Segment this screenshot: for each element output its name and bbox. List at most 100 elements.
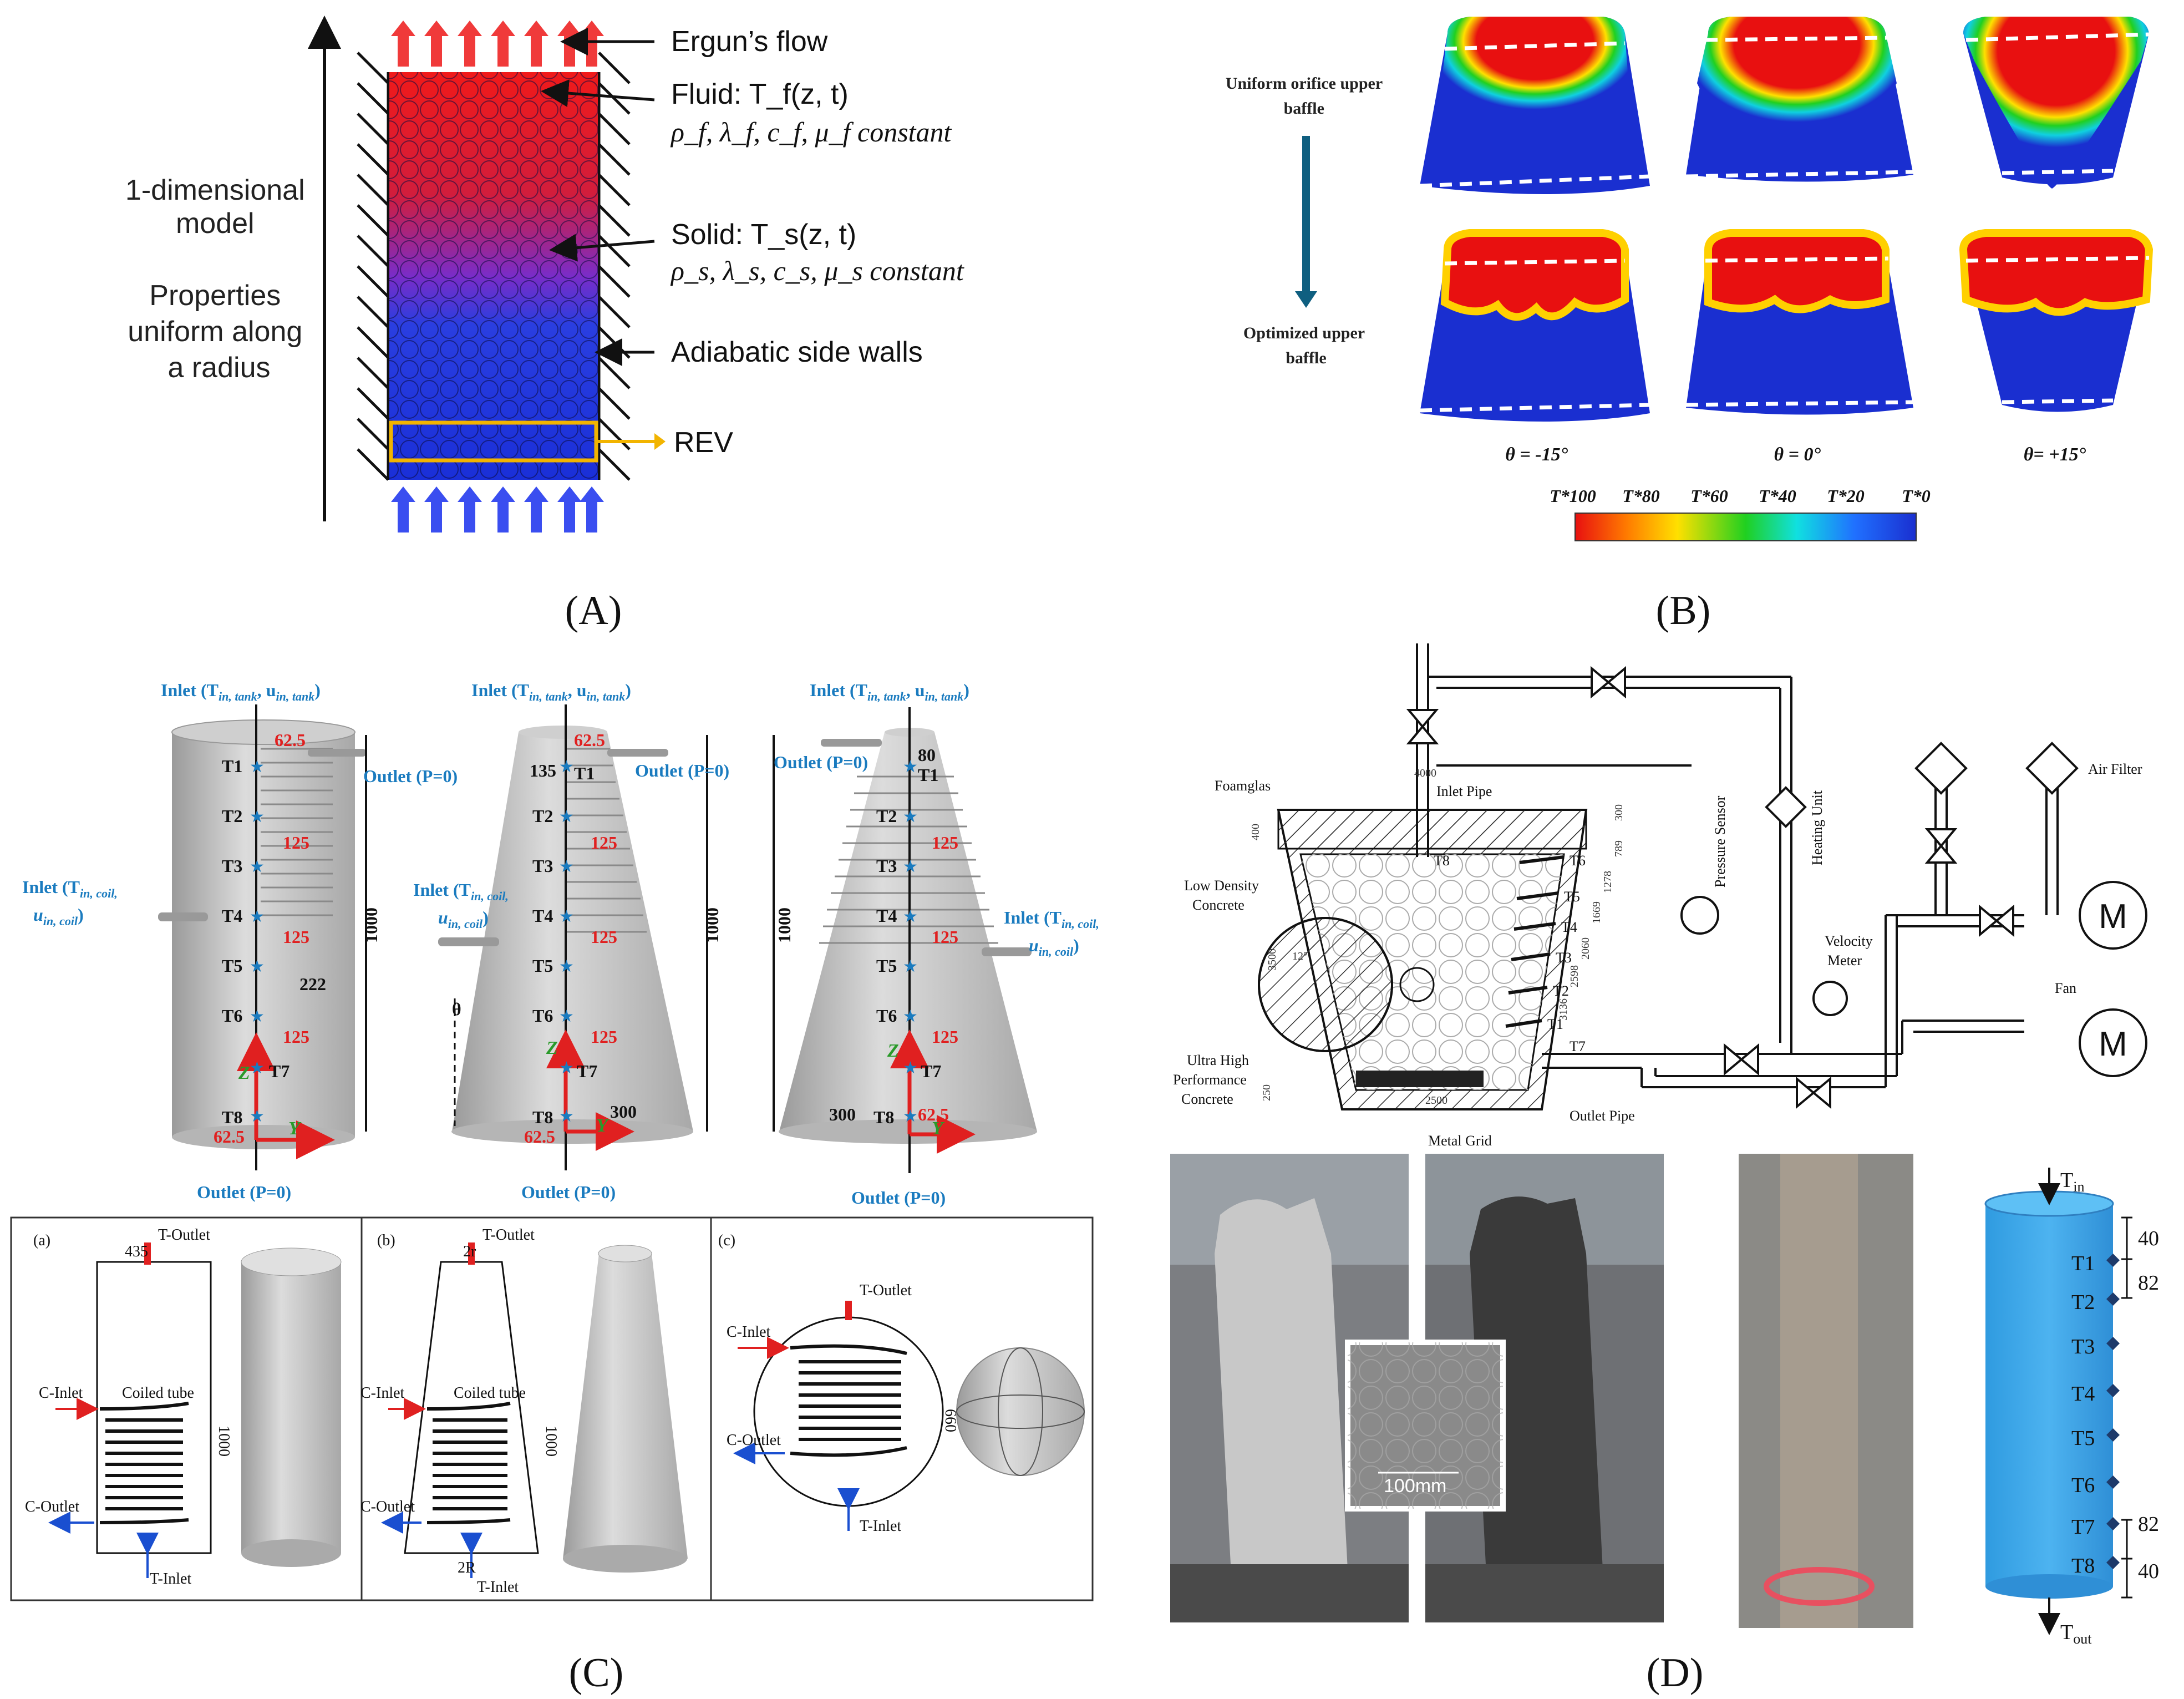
d-t8: T8 <box>1434 853 1450 869</box>
c1-t6: T6 <box>222 1006 242 1026</box>
c-tank3-body <box>779 732 1037 1132</box>
d-sensor-probes <box>1505 855 1565 1028</box>
b-row1-contours <box>1419 17 2150 194</box>
d-fan: Fan <box>2055 980 2076 996</box>
c-sub-a: (a) <box>33 1232 50 1249</box>
c1-d125-c: 125 <box>283 1027 309 1047</box>
d-dim-250: 250 <box>1261 1084 1273 1101</box>
c2-axis-y: Y <box>596 1115 610 1136</box>
c3-d300: 300 <box>829 1104 856 1124</box>
rev-label: REV <box>674 427 733 459</box>
cc-c-inlet: C-Inlet <box>727 1323 771 1341</box>
ca-t-inlet: T-Inlet <box>150 1570 191 1588</box>
walls-label: Adiabatic side walls <box>671 336 923 368</box>
c-sub-b: (b) <box>377 1232 395 1249</box>
d-metal-grid-label: Metal Grid <box>1428 1133 1492 1149</box>
svg-text:★: ★ <box>250 1059 265 1077</box>
c3-t7: T7 <box>921 1061 941 1081</box>
d-t1: T1 <box>1547 1016 1563 1032</box>
ca-c-outlet: C-Outlet <box>25 1498 79 1515</box>
ergun-label: Ergun’s flow <box>671 26 828 58</box>
svg-text:★: ★ <box>559 957 574 976</box>
d-tin: Tin <box>2060 1169 2084 1195</box>
c3-t1: T1 <box>918 765 938 785</box>
svg-text:★: ★ <box>903 1007 918 1026</box>
svg-text:★: ★ <box>559 858 574 876</box>
c2-inlet-coil-u: uin, coil) <box>438 907 489 931</box>
d-dim-1278: 1278 <box>1602 871 1614 893</box>
c1-t3: T3 <box>222 856 242 876</box>
svg-text:Uniform orifice upper ba: Uniform orifice upper baffle Optimized u… <box>1226 74 1386 367</box>
d-motor-label-1: M <box>2099 897 2127 936</box>
c3-inlet-coil-u: uin, coil) <box>1029 935 1079 958</box>
inflow-arrows <box>391 486 604 532</box>
c1-d125-b: 125 <box>283 927 309 947</box>
cc-c-outlet: C-Outlet <box>727 1432 781 1449</box>
svg-text:★: ★ <box>559 907 574 926</box>
d-t3: T3 <box>1556 950 1572 966</box>
d-dim-300: 300 <box>1613 804 1625 821</box>
d-pipes <box>1416 643 2059 1088</box>
svg-text:★: ★ <box>559 808 574 826</box>
d-uhpc-1: Ultra High <box>1187 1052 1249 1068</box>
c1-d125-a: 125 <box>283 833 309 853</box>
b-angle-3: θ= +15° <box>2024 444 2086 465</box>
d-scale-bar: 100mm <box>1384 1475 1446 1497</box>
d-motor-1 <box>2079 881 2147 950</box>
c2-t1: T1 <box>574 763 595 783</box>
rev-box <box>389 420 598 463</box>
c1-axis-z: Z <box>238 1063 250 1083</box>
d-col-d82-bottom: 82 <box>2138 1513 2159 1536</box>
svg-text:★: ★ <box>903 1059 918 1077</box>
d-low-density-1: Low Density <box>1184 878 1259 894</box>
d-outlet-pipe: Outlet Pipe <box>1570 1108 1635 1124</box>
d-dim-3136: 3136 <box>1557 998 1570 1021</box>
d-col-t5: T5 <box>2071 1427 2095 1450</box>
c3-t2: T2 <box>876 806 897 826</box>
panel-label-b: (B) <box>1656 588 1711 633</box>
svg-text:★: ★ <box>250 957 265 976</box>
b-scale-80: T*80 <box>1622 486 1660 506</box>
cb-d2r: 2r <box>463 1243 476 1260</box>
packed-bed-particles <box>389 72 598 480</box>
svg-text:★: ★ <box>250 1107 265 1125</box>
d-col-t2: T2 <box>2071 1291 2095 1314</box>
d-t5: T5 <box>1564 889 1580 905</box>
b-scale-100: T*100 <box>1550 486 1596 506</box>
c2-d135: 135 <box>530 760 556 780</box>
d-metal-grid <box>1356 1071 1484 1087</box>
d-motor-label-2: M <box>2099 1025 2127 1063</box>
ca-coiled: Coiled tube <box>122 1384 194 1402</box>
c3-d625-bottom: 62.5 <box>918 1104 949 1124</box>
c3-t3: T3 <box>876 856 897 876</box>
svg-text:★: ★ <box>250 907 265 926</box>
cc-d660: 660 <box>942 1409 959 1432</box>
svg-text:★: ★ <box>559 1007 574 1026</box>
d-velocity-1: Velocity <box>1825 933 1873 949</box>
d-velocity-meter <box>1812 981 1848 1016</box>
d-col-t8: T8 <box>2071 1554 2095 1578</box>
d-dim-400: 400 <box>1250 824 1262 840</box>
d-tout: Tout <box>2060 1621 2092 1647</box>
d-t2: T2 <box>1553 983 1569 999</box>
c1-t7: T7 <box>269 1061 289 1081</box>
panel-label-d: (D) <box>1647 1650 1704 1696</box>
d-col-d40-bottom: 40 <box>2138 1560 2159 1583</box>
cb-d1000: 1000 <box>542 1426 560 1457</box>
d-col-d82-top: 82 <box>2138 1271 2159 1295</box>
a-left-2: model <box>176 207 255 240</box>
c3-d125-c: 125 <box>932 1027 958 1047</box>
c3-t6: T6 <box>876 1006 897 1026</box>
c1-outlet-top: Outlet (P=0) <box>363 766 458 786</box>
cb-c-inlet: C-Inlet <box>360 1384 405 1402</box>
c2-inlet-tank: Inlet (Tin, tank, uin, tank) <box>471 680 631 703</box>
d-col-t4: T4 <box>2071 1382 2095 1406</box>
panel-a: 1-dimensional model Properties uniform a… <box>125 16 964 532</box>
svg-text:★: ★ <box>903 957 918 976</box>
svg-text:★: ★ <box>903 858 918 876</box>
svg-text:★: ★ <box>903 1107 918 1125</box>
a-left-1: 1-dimensional <box>125 174 305 206</box>
c3-t8: T8 <box>873 1107 894 1127</box>
c1-t4: T4 <box>222 906 242 926</box>
